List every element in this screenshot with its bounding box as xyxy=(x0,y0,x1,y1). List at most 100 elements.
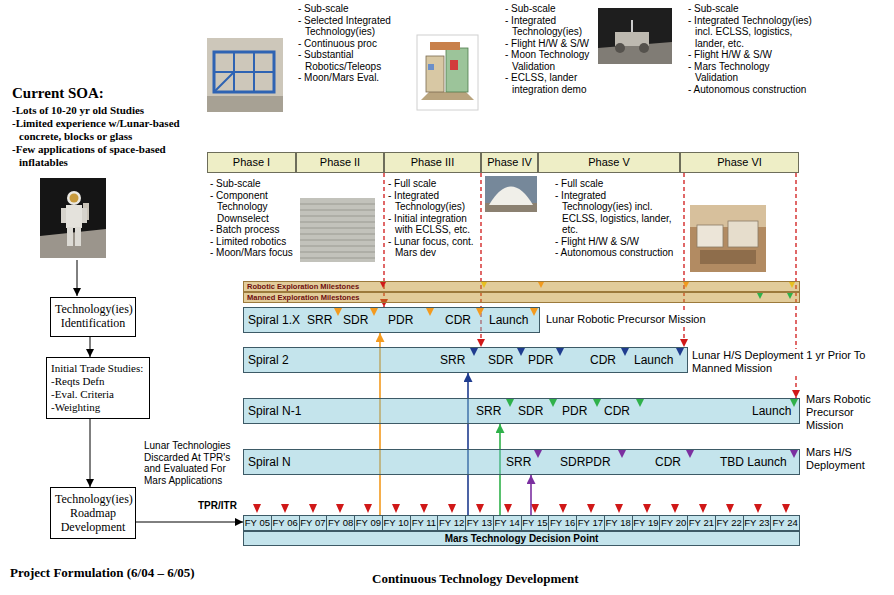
drawing-base xyxy=(421,92,474,100)
milestone-marker xyxy=(757,293,763,299)
inflatable-dome xyxy=(489,187,533,206)
milestone-marker xyxy=(556,348,564,356)
phase-box: Phase VI xyxy=(680,152,799,173)
year-label: FY 14 xyxy=(494,516,522,530)
decision-band: Mars Technology Decision Point xyxy=(243,531,800,546)
mission-label: Mars H/S Deployment xyxy=(806,446,890,472)
label-group: TPR/ITR xyxy=(198,500,242,512)
milestone-marker xyxy=(506,399,514,407)
phase-note: - Flight H/W & S/W xyxy=(505,38,595,50)
spiral-text: SRR xyxy=(440,348,465,372)
phase-note: - Flight H/W & S/W xyxy=(555,236,677,248)
milestone-marker xyxy=(517,348,525,356)
habitat-base xyxy=(700,250,756,264)
year-label: FY 11 xyxy=(411,516,439,530)
label-group: - Full scale- Integrated Technology(ies)… xyxy=(388,178,476,259)
year-label: FY 16 xyxy=(549,516,577,530)
spiral-text: SRR xyxy=(476,399,501,423)
phase-label: Phase III xyxy=(385,153,480,172)
milestone-marker xyxy=(618,450,626,458)
label-group: Lunar Robotic Precursor Mission xyxy=(546,313,746,326)
year-label: FY 12 xyxy=(438,516,466,530)
year-label: FY 18 xyxy=(605,516,633,530)
spiral-text: PDR xyxy=(388,308,413,332)
frame-structure xyxy=(214,52,274,92)
phase-note: - Initial integration with ECLSS, etc. xyxy=(388,213,476,236)
phase-box: Phase III xyxy=(384,152,481,173)
process-box: Technology(ies) Identification xyxy=(50,297,136,337)
year-label: FY 06 xyxy=(272,516,300,530)
habitat-module xyxy=(697,225,723,247)
label-group: Current SOA: xyxy=(12,84,204,102)
box-text: -Weighting xyxy=(51,401,145,414)
footer-label: Project Formulation (6/04 – 6/05) xyxy=(10,565,270,581)
phase-note: - Sub-scale xyxy=(505,3,595,15)
phase-note: - Full scale xyxy=(388,178,476,190)
spiral-text: Spiral 1.X xyxy=(248,308,300,332)
phase-box: Phase IV xyxy=(481,152,538,173)
box-text: -Eval. Criteria xyxy=(51,388,145,401)
note-text: -Few applications of space-based inflata… xyxy=(12,143,204,169)
milestone-marker xyxy=(593,399,601,407)
phase-note: - Mars Technology Validation xyxy=(688,61,813,84)
panel-lines xyxy=(300,204,375,258)
year-label: FY 13 xyxy=(466,516,494,530)
rover-wheel xyxy=(615,43,625,53)
phase-label: Phase V xyxy=(539,153,679,172)
phase-note: - Component Technology Downselect xyxy=(210,190,294,225)
drawing-part xyxy=(428,64,434,70)
mission-label: Lunar H/S Deployment 1 yr Prior To Manne… xyxy=(692,349,870,375)
spiral-text: PDR xyxy=(562,399,587,423)
milestone-marker xyxy=(426,308,434,316)
arrow-line xyxy=(77,260,78,296)
milestone-marker xyxy=(370,308,378,316)
phase-note: - Sub-scale xyxy=(688,3,813,15)
label-group: - Sub-scale- Integrated Technology(ies)-… xyxy=(505,3,595,95)
drawing-module xyxy=(426,56,444,92)
milestone-marker xyxy=(549,399,557,407)
phase-photo xyxy=(207,38,283,112)
phase-label: Phase II xyxy=(297,153,383,172)
connector-arrow xyxy=(467,373,469,515)
dome-photo xyxy=(485,176,537,212)
spiral-text: SRR xyxy=(307,308,332,332)
milestone-marker xyxy=(334,308,342,316)
timeline-bar: FY 05FY 06FY 07FY 08FY 09FY 10FY 11FY 12… xyxy=(243,515,800,531)
astronaut-helmet xyxy=(67,191,81,205)
box-text: Technology(ies) Roadmap Development xyxy=(55,492,131,534)
connector-arrow xyxy=(90,419,91,487)
label-group: - Sub-scale- Selected Integrated Technol… xyxy=(298,3,413,84)
phase-note: - Sub-scale xyxy=(210,178,294,190)
phase-note: - Batch process xyxy=(210,224,294,236)
milestone-markers xyxy=(244,348,689,374)
label-group: - Sub-scale- Component Technology Downse… xyxy=(210,178,294,259)
year-label: FY 10 xyxy=(383,516,411,530)
spiral-text: Launch xyxy=(489,308,528,332)
phase-label: Phase VI xyxy=(681,153,798,172)
milestone-marker xyxy=(683,282,689,288)
spiral-text: CDR xyxy=(590,348,616,372)
year-label: FY 20 xyxy=(660,516,688,530)
spiral-text: Spiral 2 xyxy=(248,348,289,372)
spiral-text: SRR xyxy=(506,450,531,474)
label-group: -Lots of 10-20 yr old Studies-Limited ex… xyxy=(12,104,204,169)
year-label: FY 08 xyxy=(327,516,355,530)
phase-note: - Moon/Mars focus xyxy=(210,247,294,259)
label-group: Project Formulation (6/04 – 6/05) xyxy=(10,565,270,581)
spiral-band: Spiral 1.XSRRSDRPDRCDRLaunch xyxy=(243,307,540,333)
drawing-module xyxy=(446,48,468,92)
spiral-text: SDR xyxy=(518,399,543,423)
box-text: Technology(ies) Identification xyxy=(55,302,131,330)
drawing-part xyxy=(450,60,458,70)
phase-note: - Autonomous construction xyxy=(555,247,677,259)
phase-note: - Full scale xyxy=(555,178,677,190)
frame-structure xyxy=(214,52,274,92)
panel-photo xyxy=(300,198,375,262)
spiral-band: Spiral 2SRRSDRPDRCDRLaunch xyxy=(243,347,688,373)
phase-box: Phase V xyxy=(538,152,680,173)
milestone-marker xyxy=(530,308,538,316)
phase-note: - Integrated Technology(ies) incl. ECLSS… xyxy=(555,190,677,236)
lunar-photo xyxy=(598,8,672,64)
box-text: -Reqts Defn xyxy=(51,375,145,388)
